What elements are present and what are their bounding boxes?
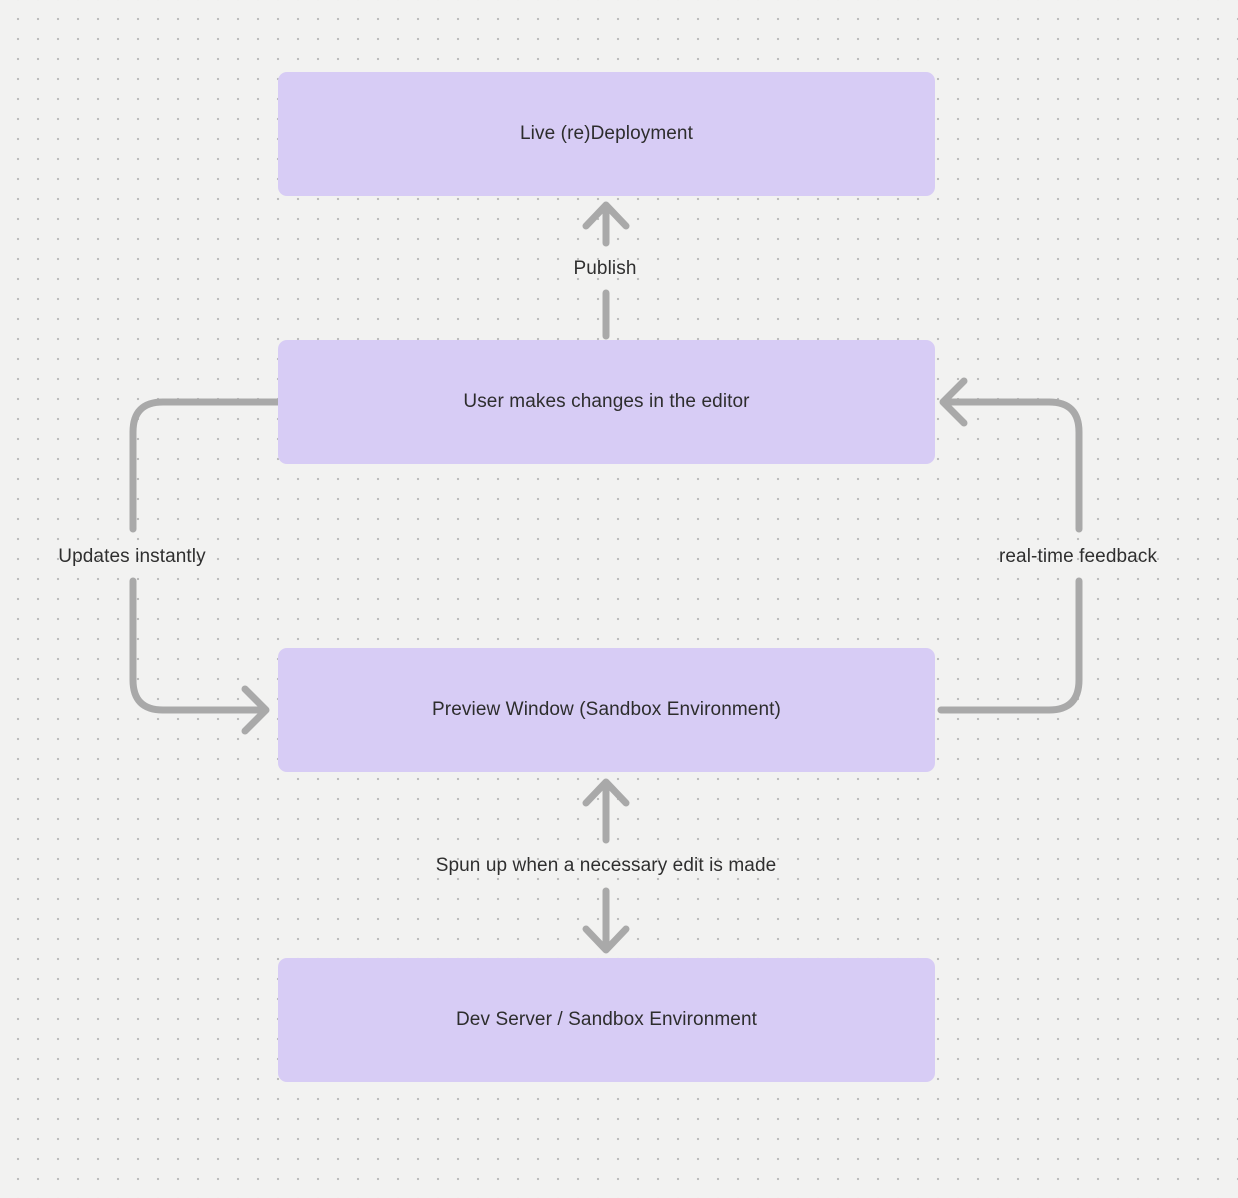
node-dev-server-label: Dev Server / Sandbox Environment (455, 1009, 757, 1030)
edge-label-publish: Publish (573, 258, 637, 279)
edge-updates-arrowhead-right-icon (241, 685, 270, 735)
node-user-edits: User makes changes in the editor (278, 340, 935, 464)
node-live-redeployment-label: Live (re)Deployment (520, 123, 693, 144)
node-live-redeployment: Live (re)Deployment (278, 72, 935, 196)
edge-updates-segment-top (129, 398, 283, 533)
edge-label-spun-up: Spun up when a necessary edit is made (435, 855, 777, 876)
node-preview-window: Preview Window (Sandbox Environment) (278, 648, 935, 772)
edge-label-updates-instantly: Updates instantly (58, 546, 206, 567)
node-preview-window-label: Preview Window (Sandbox Environment) (432, 699, 781, 720)
node-user-edits-label: User makes changes in the editor (463, 391, 750, 412)
edge-feedback-arrowhead-left-icon (939, 377, 968, 427)
edge-updates-segment-bottom (129, 577, 266, 714)
edge-feedback-segment-top (944, 398, 1083, 533)
edge-spunup-arrowhead-down-icon (582, 925, 630, 954)
edge-label-real-time-feedback: real-time feedback (998, 546, 1158, 567)
edge-feedback-segment-bottom (937, 577, 1083, 714)
node-dev-server: Dev Server / Sandbox Environment (278, 958, 935, 1082)
